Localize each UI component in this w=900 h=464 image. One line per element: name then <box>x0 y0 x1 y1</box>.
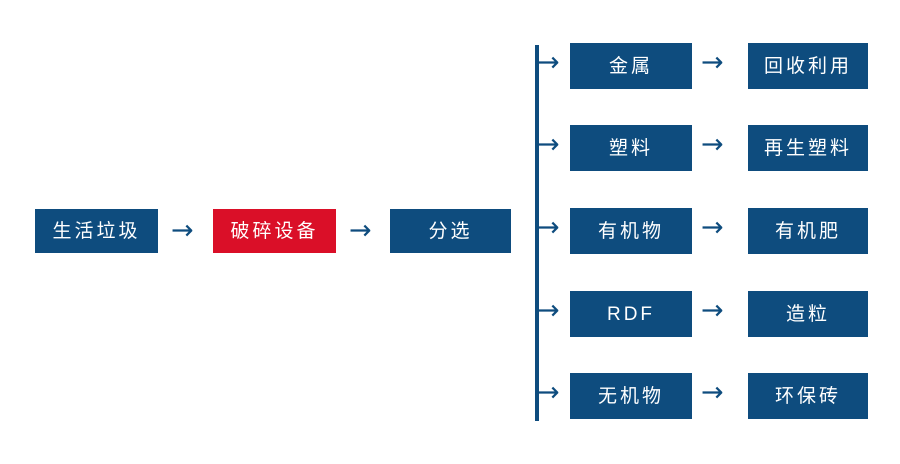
arrow-right-icon: → <box>537 295 560 326</box>
branch-row: → 有机物 → 有机肥 <box>0 208 900 254</box>
branch-product-box[interactable]: 环保砖 <box>748 373 868 419</box>
branch-spine-connector <box>535 45 539 421</box>
branch-row: → 塑料 → 再生塑料 <box>0 125 900 171</box>
node-crushing-equipment[interactable]: 破碎设备 <box>213 209 336 253</box>
arrow-right-icon: → <box>537 47 560 78</box>
arrow-right-icon: → <box>701 295 724 326</box>
branch-product-box[interactable]: 造粒 <box>748 291 868 337</box>
arrow-right-icon: → <box>701 47 724 78</box>
branch-material-box[interactable]: 无机物 <box>570 373 692 419</box>
arrow-right-icon: → <box>537 129 560 160</box>
branch-row: → RDF → 造粒 <box>0 291 900 337</box>
branch-material-box[interactable]: 金属 <box>570 43 692 89</box>
node-sorting[interactable]: 分选 <box>390 209 511 253</box>
node-municipal-solid-waste[interactable]: 生活垃圾 <box>35 209 158 253</box>
arrow-right-icon: → <box>171 215 194 246</box>
arrow-right-icon: → <box>701 129 724 160</box>
branch-row: → 无机物 → 环保砖 <box>0 373 900 419</box>
branch-product-box[interactable]: 再生塑料 <box>748 125 868 171</box>
arrow-right-icon: → <box>701 212 724 243</box>
branch-material-box[interactable]: RDF <box>570 291 692 337</box>
branch-material-box[interactable]: 塑料 <box>570 125 692 171</box>
branch-product-box[interactable]: 有机肥 <box>748 208 868 254</box>
branch-material-box[interactable]: 有机物 <box>570 208 692 254</box>
branch-row: → 金属 → 回收利用 <box>0 43 900 89</box>
arrow-right-icon: → <box>701 377 724 408</box>
arrow-right-icon: → <box>537 212 560 243</box>
arrow-right-icon: → <box>537 377 560 408</box>
arrow-right-icon: → <box>349 215 372 246</box>
branch-product-box[interactable]: 回收利用 <box>748 43 868 89</box>
